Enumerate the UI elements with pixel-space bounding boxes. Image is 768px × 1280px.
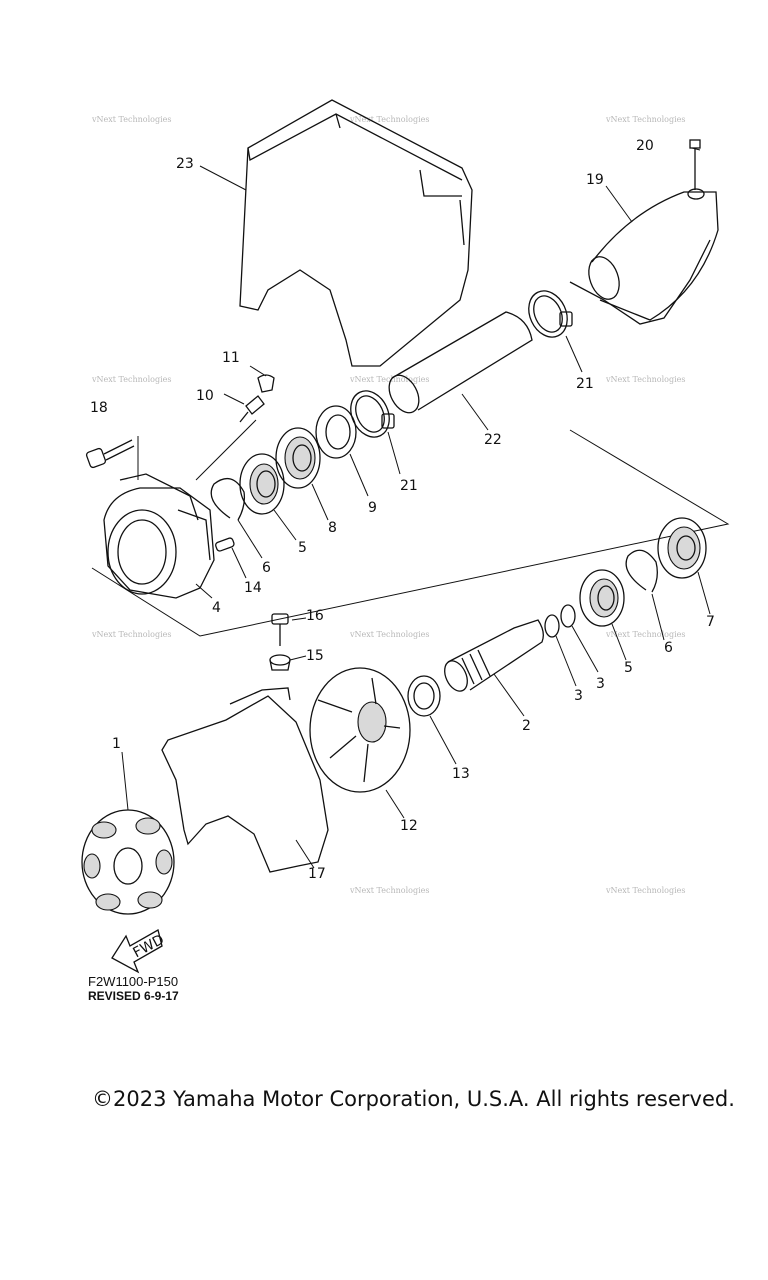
drawing-code: F2W1100-P150 REVISED 6-9-17	[88, 974, 179, 1004]
watermark: vNext Technologies	[91, 630, 171, 639]
watermark: vNext Technologies	[349, 886, 429, 895]
callout-19: 19	[586, 172, 604, 188]
copyright-notice: ©2023 Yamaha Motor Corporation, U.S.A. A…	[92, 1087, 735, 1111]
part-cover	[239, 99, 473, 367]
leader-lines	[121, 147, 711, 869]
inset-outline	[91, 429, 730, 637]
part-grease-nipple	[239, 395, 265, 423]
callout-5: 5	[624, 660, 633, 676]
callout-2: 2	[522, 718, 531, 734]
part-seal	[275, 427, 321, 489]
part-pin	[215, 537, 235, 552]
drawing-number: F2W1100-P150	[88, 974, 179, 989]
callout-4: 4	[212, 600, 221, 616]
callout-20: 20	[636, 138, 654, 154]
callout-11: 11	[222, 350, 240, 366]
watermark: vNext Technologies	[605, 375, 685, 384]
callout-6: 6	[664, 640, 673, 656]
part-housing	[103, 473, 215, 599]
callout-3: 3	[574, 688, 583, 704]
callout-3: 3	[596, 676, 605, 692]
watermarks: vNext Technologies vNext Technologies vN…	[91, 115, 685, 895]
part-circlip	[210, 477, 246, 521]
callout-21: 21	[576, 376, 594, 392]
part-o-ring	[544, 614, 560, 638]
callout-17: 17	[308, 866, 326, 882]
callout-1: 1	[112, 736, 121, 752]
callouts: 23 5 20 19 11 10 18 21 22 21 9 8 5 6 14 …	[90, 138, 715, 882]
part-clamp	[528, 290, 573, 338]
watermark: vNext Technologies	[91, 375, 171, 384]
part-o-ring	[560, 604, 576, 628]
callout-14: 14	[244, 580, 262, 596]
callout-22: 22	[484, 432, 502, 448]
watermark: vNext Technologies	[91, 115, 171, 124]
callout-12: 12	[400, 818, 418, 834]
watermark: vNext Technologies	[605, 630, 685, 639]
part-circlip	[625, 549, 658, 593]
callout-15: 15	[306, 648, 324, 664]
revision-date: REVISED 6-9-17	[88, 989, 179, 1003]
watermark: vNext Technologies	[349, 375, 429, 384]
part-bolt	[271, 613, 289, 646]
parts-diagram: vNext Technologies vNext Technologies vN…	[81, 99, 730, 974]
callout-5: 5	[298, 540, 307, 556]
callout-23: 23	[176, 156, 194, 172]
part-tube	[388, 311, 533, 414]
part-washer	[407, 675, 441, 717]
part-liner	[161, 687, 329, 873]
watermark: vNext Technologies	[605, 886, 685, 895]
callout-21: 21	[400, 478, 418, 494]
callout-9: 9	[368, 500, 377, 516]
part-bearing	[239, 453, 285, 515]
part-impeller	[309, 667, 411, 793]
part-bolt	[85, 439, 135, 469]
watermark: vNext Technologies	[349, 115, 429, 124]
part-shaft	[444, 619, 544, 692]
part-clamp	[350, 390, 395, 438]
part-bearing	[579, 569, 625, 627]
fwd-arrow-icon: FWD	[111, 929, 167, 974]
watermark: vNext Technologies	[605, 115, 685, 124]
callout-13: 13	[452, 766, 470, 782]
part-nozzle	[569, 188, 719, 325]
callout-6: 6	[262, 560, 271, 576]
fwd-label: FWD	[131, 932, 167, 961]
part-damper	[81, 809, 175, 915]
part-bolt	[689, 139, 701, 190]
watermark: vNext Technologies	[349, 630, 429, 639]
part-collar	[269, 654, 291, 671]
callout-8: 8	[328, 520, 337, 536]
part-cap	[257, 374, 275, 393]
callout-18: 18	[90, 400, 108, 416]
part-bearing	[657, 517, 707, 579]
part-seal	[315, 405, 357, 459]
callout-10: 10	[196, 388, 214, 404]
callout-16: 16	[306, 608, 324, 624]
callout-7: 7	[706, 614, 715, 630]
